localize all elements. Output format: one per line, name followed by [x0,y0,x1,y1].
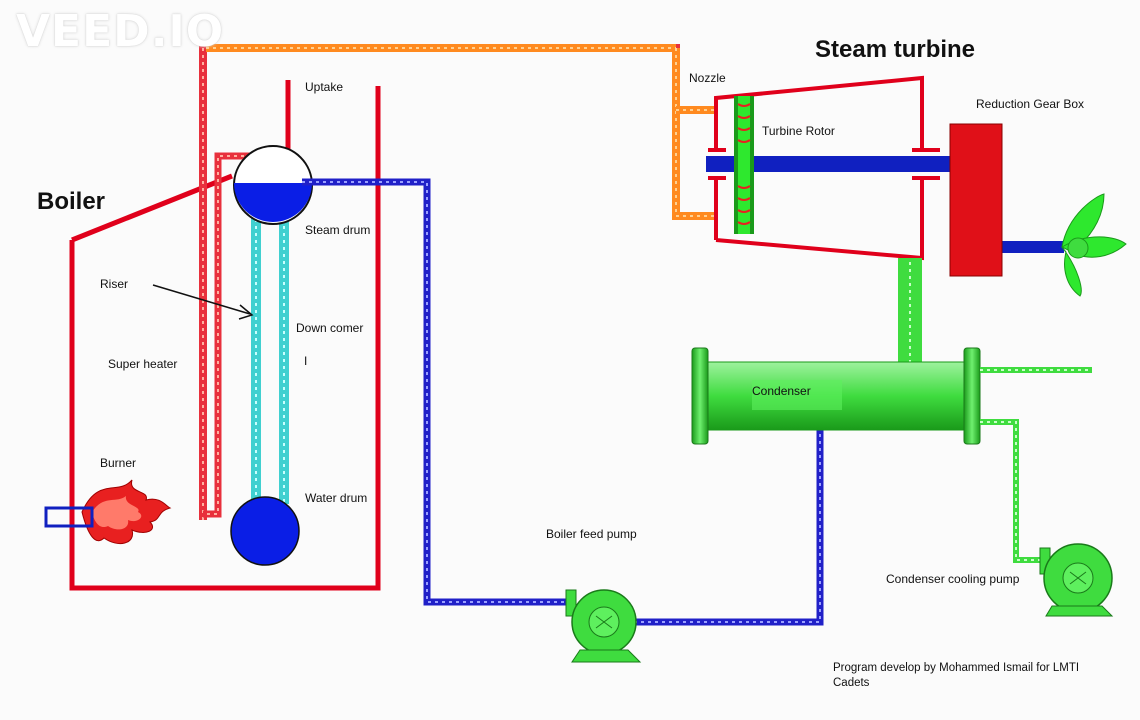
boiler-title: Boiler [37,188,106,215]
boiler-feed-pump [565,589,642,663]
reduction-gear-box-label: Reduction Gear Box [976,97,1085,111]
condenser-cooling-pump [1039,543,1114,617]
cooling-water-lines [980,367,1092,563]
condenser-label: Condenser [752,384,811,398]
turbine-shaft [706,156,950,172]
turbine-rotor [734,96,754,234]
water-drum [230,496,300,566]
watermark-logo: VEED.IO [16,6,225,57]
propeller-shaft [1000,241,1064,253]
main-steam-pipe [199,44,716,520]
turbine-rotor-label: Turbine Rotor [762,124,835,138]
steam-turbine-title: Steam turbine [815,36,976,63]
reduction-gear-box [949,123,1003,277]
steam-drum-label: Steam drum [305,223,371,237]
riser-label: Riser [100,277,129,291]
super-heater-tubes [203,152,258,518]
condenser [691,347,981,445]
steam-drum [233,145,313,225]
feed-water-line [302,178,824,626]
down-comer-label: Down comer [296,321,364,335]
propeller [1060,193,1127,297]
exhaust-pipe [898,258,922,366]
uptake-label: Uptake [305,80,344,94]
super-heater-label: Super heater [108,357,178,371]
stray-mark: I [304,354,308,368]
water-drum-label: Water drum [305,491,368,505]
boiler-feed-pump-label: Boiler feed pump [546,527,637,541]
riser-downcomer-tubes [251,212,289,504]
riser-pointer-arrow [152,284,254,320]
nozzle-label: Nozzle [689,71,726,85]
credit-text: Program develop by Mohammed Ismail for L… [833,662,1080,689]
burner-label: Burner [100,456,137,470]
condenser-cooling-pump-label: Condenser cooling pump [886,572,1020,586]
burner [44,479,172,545]
